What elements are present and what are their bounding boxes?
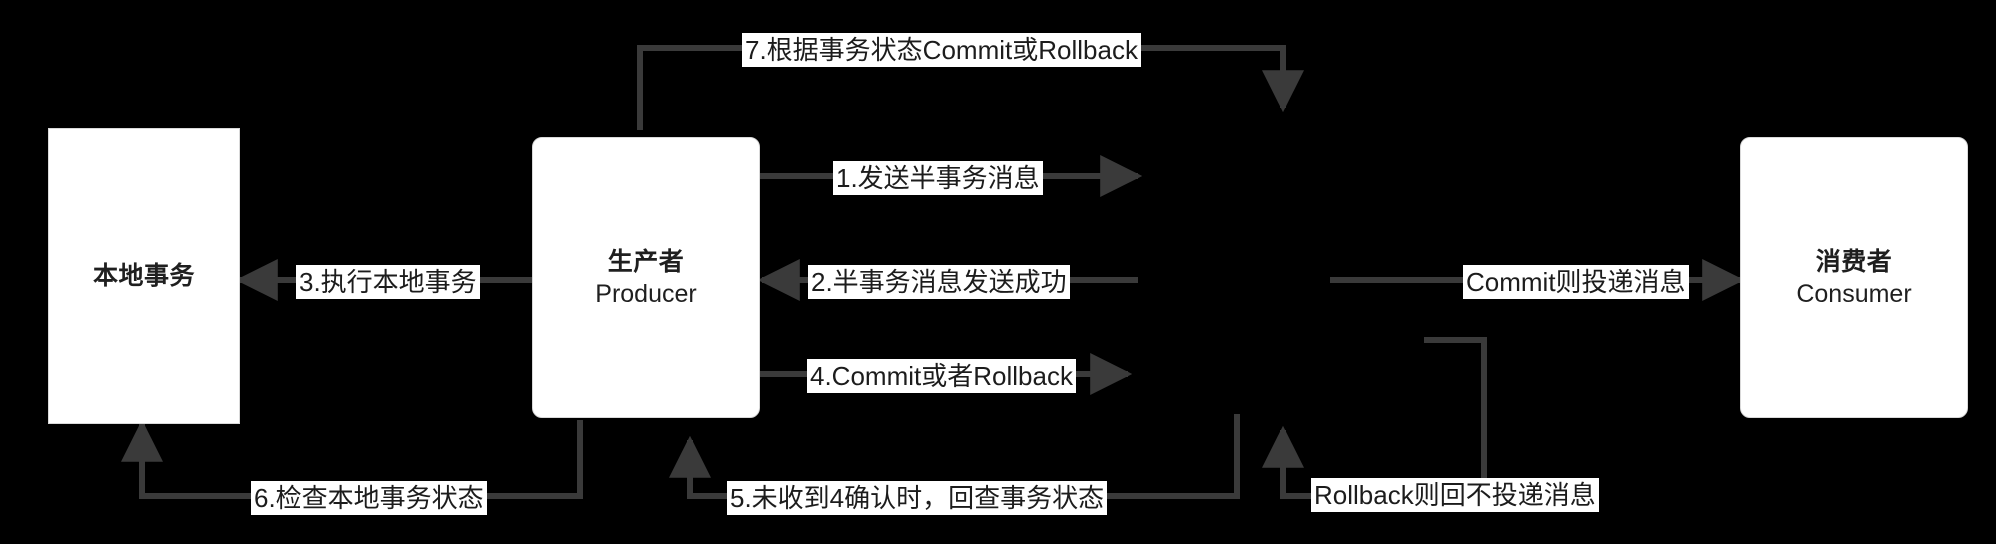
edge-label-step2: 2.半事务消息发送成功 — [808, 265, 1070, 299]
node-local-transaction[interactable]: 本地事务 — [48, 128, 240, 424]
edge-label-step3: 3.执行本地事务 — [296, 265, 480, 299]
edge-label-step4: 4.Commit或者Rollback — [807, 359, 1076, 393]
edge-label-step7: 7.根据事务状态Commit或Rollback — [742, 33, 1141, 67]
edge-label-step1: 1.发送半事务消息 — [833, 161, 1043, 195]
node-producer-cn: 生产者 — [607, 247, 685, 276]
edge-rollback-line — [1262, 337, 1487, 499]
edge-label-step5: 5.未收到4确认时，回查事务状态 — [727, 481, 1108, 515]
node-local-transaction-cn: 本地事务 — [92, 262, 195, 290]
node-producer[interactable]: 生产者 Producer — [532, 137, 760, 418]
node-consumer[interactable]: 消费者 Consumer — [1740, 137, 1968, 418]
edge-label-step6: 6.检查本地事务状态 — [251, 481, 487, 515]
node-consumer-cn: 消费者 — [1815, 247, 1893, 276]
node-producer-en: Producer — [595, 279, 697, 308]
node-consumer-en: Consumer — [1796, 279, 1912, 308]
edge-label-commit-deliver: Commit则投递消息 — [1463, 265, 1689, 299]
edge-label-rollback-no-deliver: Rollback则回不投递消息 — [1311, 478, 1599, 512]
